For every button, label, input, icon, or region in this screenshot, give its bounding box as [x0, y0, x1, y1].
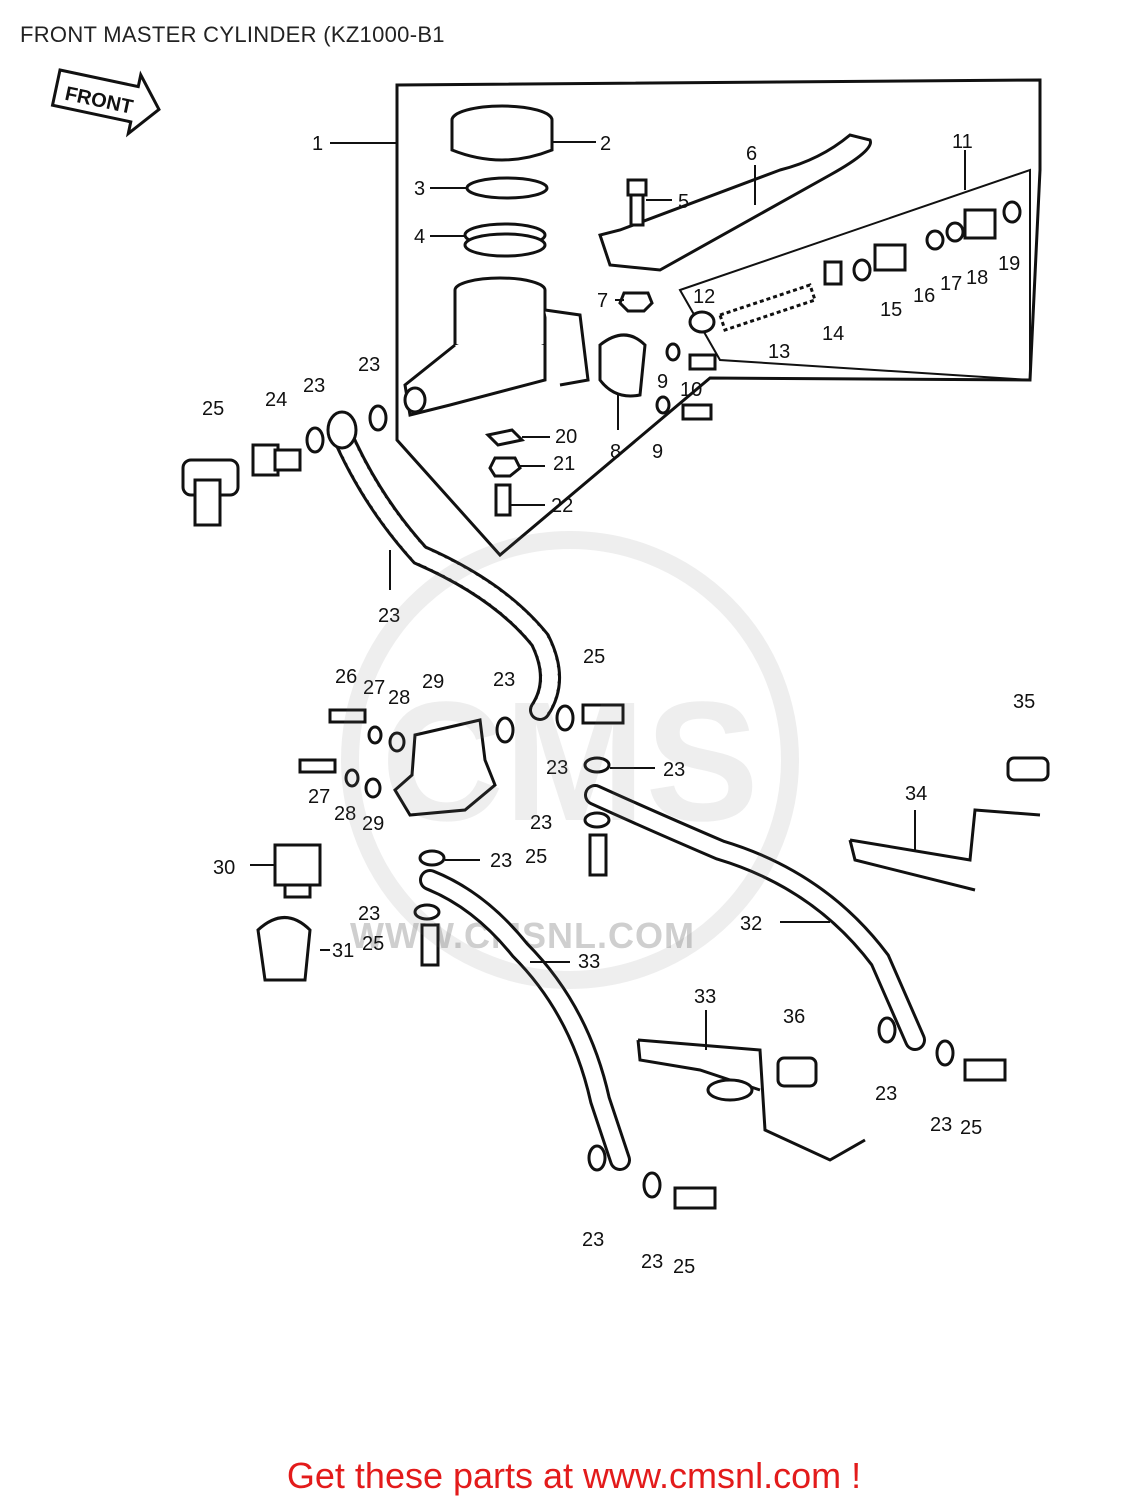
callout-25-c: 25 [525, 846, 547, 868]
piston-kit-frame [678, 168, 1031, 382]
callout-18: 18 [966, 267, 988, 289]
pressure-switch [256, 843, 322, 982]
callout-25-a: 24 [265, 389, 287, 411]
callout-2: 2 [600, 133, 611, 155]
callout-26: 25 [202, 398, 224, 420]
master-cylinder-body [403, 276, 590, 417]
callout-35: 34 [905, 783, 927, 805]
callout-12: 12 [693, 286, 715, 308]
callout-22: 22 [551, 495, 573, 517]
callout-23-e: 23 [663, 759, 685, 781]
lever-nut [618, 291, 654, 313]
footer-promo-link[interactable]: Get these parts at www.cmsnl.com ! [286, 1455, 862, 1496]
callout-11: 11 [952, 131, 973, 153]
callout-21: 21 [553, 453, 575, 475]
reservoir-cap [450, 104, 554, 162]
callout-28-b: 28 [334, 803, 356, 825]
callout-9b: 9 [652, 441, 663, 463]
callout-36-b: 36 [783, 1006, 805, 1028]
callout-24: 23 [378, 605, 400, 627]
diaphragm [463, 222, 547, 258]
piston-kit-parts [688, 200, 1022, 334]
banjo-parts-upper [181, 404, 388, 527]
callout-23-h: 23 [358, 903, 380, 925]
callout-numbers: 1 2 3 4 5 6 7 8 9 9 10 11 12 13 14 15 16… [202, 131, 1035, 1278]
callout-23-a: 23 [358, 354, 380, 376]
hose-brackets [636, 756, 1050, 1162]
washers-and-bolts-lower [413, 756, 1007, 1210]
callout-27-a: 26 [335, 666, 357, 688]
callout-5: 5 [678, 191, 689, 213]
callout-6: 6 [746, 143, 757, 165]
assembly-frame [395, 78, 1042, 558]
callout-4: 4 [414, 226, 425, 248]
callout-10: 10 [680, 379, 702, 401]
callout-23-l: 23 [641, 1251, 663, 1273]
callout-15: 15 [880, 299, 902, 321]
callout-25-e: 25 [960, 1117, 982, 1139]
callout-7: 7 [597, 290, 608, 312]
callout-23-c: 23 [493, 669, 515, 691]
lower-hose-left [419, 869, 631, 1171]
handlebar-clamp [598, 333, 647, 398]
callout-19: 19 [998, 253, 1020, 275]
three-way-joint [298, 703, 625, 817]
callout-34: 33 [694, 986, 716, 1008]
diaphragm-plate [465, 176, 549, 200]
callout-23-f: 23 [530, 812, 552, 834]
callout-25-f: 25 [673, 1256, 695, 1278]
callout-14: 14 [822, 323, 844, 345]
callout-23-d: 23 [546, 757, 568, 779]
callout-27-b: 27 [308, 786, 330, 808]
callout-23-g: 23 [490, 850, 512, 872]
callout-8: 8 [610, 441, 621, 463]
callout-29-a: 28 [388, 687, 410, 709]
callout-30: 29 [422, 671, 444, 693]
callout-32: 31 [332, 940, 354, 962]
callout-28-a: 27 [363, 677, 385, 699]
callout-20: 20 [555, 426, 577, 448]
callout-29-b: 29 [362, 813, 384, 835]
callout-1: 1 [312, 133, 323, 155]
callout-23-j: 23 [930, 1114, 952, 1136]
callout-25-b: 25 [583, 646, 605, 668]
callout-17: 17 [940, 273, 962, 295]
callout-3: 3 [414, 178, 425, 200]
brake-switch-parts [484, 428, 526, 517]
callout-13: 13 [768, 341, 790, 363]
callout-31: 30 [213, 857, 235, 879]
callout-23-k: 23 [582, 1229, 604, 1251]
page-title: FRONT MASTER CYLINDER (KZ1000-B1 [20, 22, 445, 47]
brake-lever [598, 133, 872, 272]
callout-33-b: 33 [578, 951, 600, 973]
front-arrow-icon: FRONT [50, 68, 161, 138]
pivot-bolt [626, 178, 648, 227]
callout-23-b: 23 [303, 375, 325, 397]
callout-33-a: 32 [740, 913, 762, 935]
bracket-screws [655, 342, 717, 421]
callout-16: 16 [913, 285, 935, 307]
callout-36-a: 35 [1013, 691, 1035, 713]
callout-23-i: 23 [875, 1083, 897, 1105]
callout-leaders [250, 141, 966, 1050]
callout-25-d: 25 [362, 933, 384, 955]
callout-9a: 9 [657, 371, 668, 393]
